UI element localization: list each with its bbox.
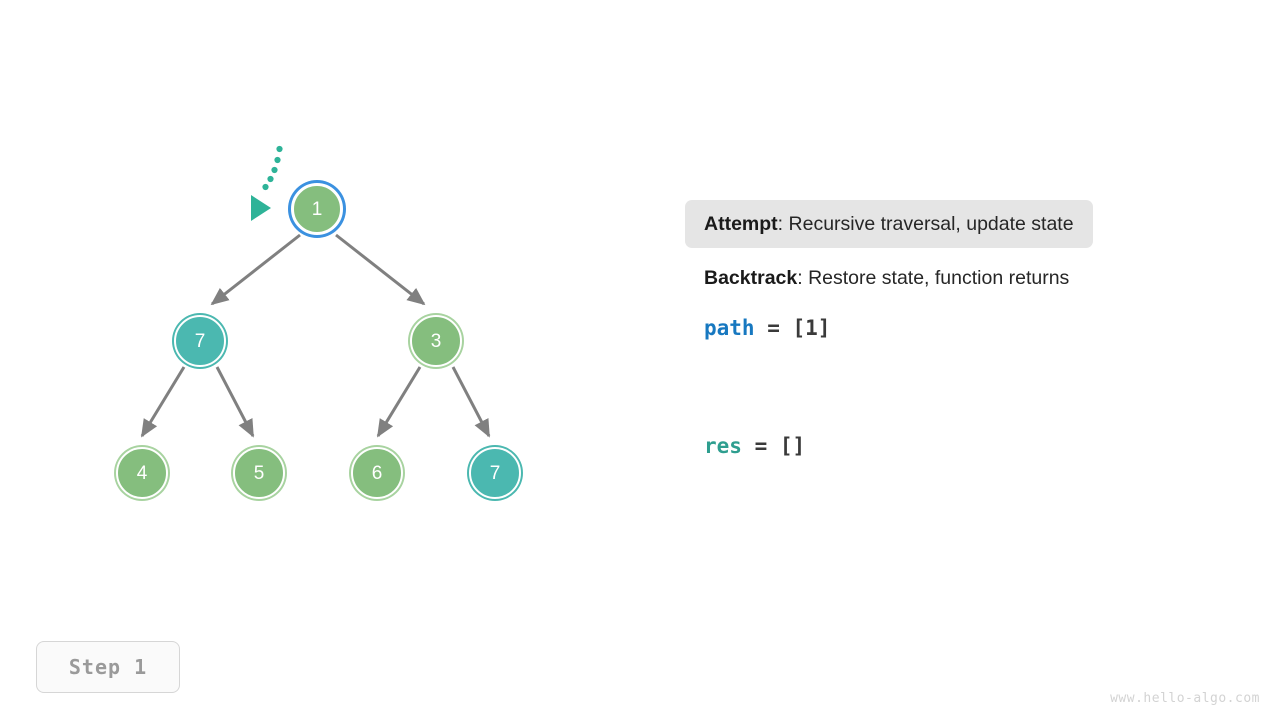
backtrack-text-wrap: Backtrack: Restore state, function retur… (685, 256, 1088, 291)
backtrack-line: Backtrack: Restore state, function retur… (685, 256, 1225, 291)
tree-node-6-label: 6 (371, 462, 383, 484)
watermark-text: www.hello-algo.com (1110, 691, 1260, 706)
attempt-term: Attempt (704, 213, 778, 235)
attempt-highlight-box: Attempt: Recursive traversal, update sta… (685, 200, 1093, 249)
tree-node-7-left[interactable]: 7 (174, 315, 226, 367)
state-path-line: path = [1] (685, 316, 1225, 340)
path-variable-value: = [1] (754, 315, 831, 340)
res-variable-value: = [] (741, 433, 806, 458)
backtrack-term: Backtrack (704, 267, 798, 290)
tree-edge-1-to-7l (210, 233, 301, 306)
tree-edges-layer (140, 233, 491, 438)
tree-node-4[interactable]: 4 (116, 447, 168, 499)
tree-edge-7l-to-4 (140, 366, 186, 438)
tree-node-7-right-label: 7 (489, 462, 501, 484)
attempt-separator: : (777, 213, 789, 235)
tree-node-1[interactable]: 1 (291, 183, 343, 235)
tree-node-7-left-label: 7 (194, 330, 206, 352)
tree-node-4-label: 4 (136, 462, 148, 484)
step-badge: Step 1 (36, 641, 180, 693)
explanation-panel: Attempt: Recursive traversal, update sta… (685, 200, 1225, 458)
tree-node-5-label: 5 (253, 462, 265, 484)
tree-edge-3-to-6 (376, 366, 422, 438)
path-variable-name: path (704, 315, 755, 340)
attempt-text: Recursive traversal, update state (788, 213, 1074, 235)
tree-node-5[interactable]: 5 (233, 447, 285, 499)
binary-tree-diagram: 1 7 3 4 5 6 7 (116, 145, 521, 499)
tree-node-6[interactable]: 6 (351, 447, 403, 499)
tree-edge-3-to-7r (451, 366, 491, 438)
tree-edge-1-to-3 (335, 233, 426, 306)
tree-node-3[interactable]: 3 (410, 315, 462, 367)
res-variable-name: res (704, 433, 742, 458)
backtrack-separator: : (797, 267, 809, 290)
recursion-pointer-icon (251, 145, 283, 221)
tree-edge-7l-to-5 (215, 366, 255, 438)
tree-node-1-label: 1 (311, 198, 323, 220)
backtrack-text: Restore state, function returns (808, 267, 1070, 290)
tree-node-3-label: 3 (430, 330, 442, 352)
watermark: www.hello-algo.com (1110, 691, 1260, 706)
step-badge-label: Step 1 (68, 655, 148, 679)
attempt-line: Attempt: Recursive traversal, update sta… (685, 200, 1225, 256)
tree-node-7-right[interactable]: 7 (469, 447, 521, 499)
state-res-line: res = [] (685, 434, 1225, 458)
